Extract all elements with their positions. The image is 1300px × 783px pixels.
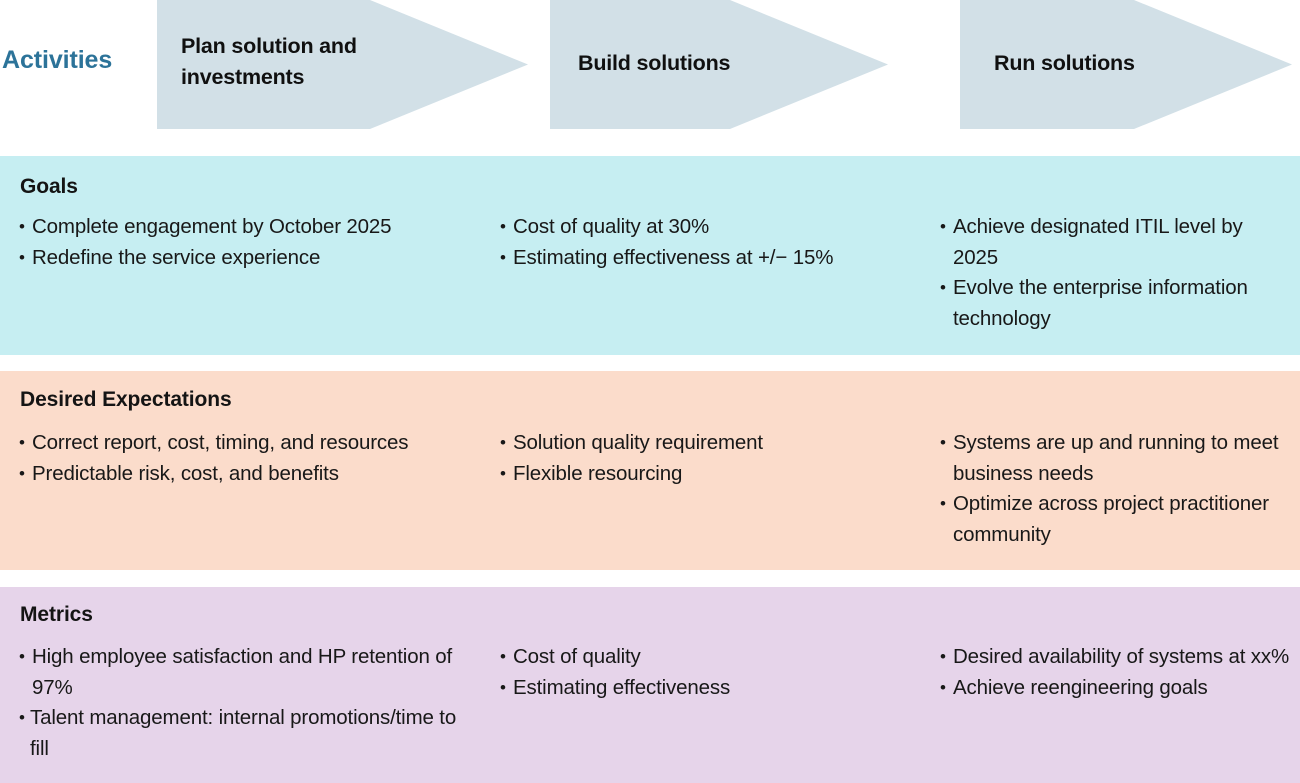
stage-arrow-plan[interactable]: Plan solution and investments: [157, 0, 528, 129]
bullet-list: Complete engagement by October 2025 Rede…: [19, 212, 479, 273]
list-item: Predictable risk, cost, and benefits: [19, 459, 479, 490]
list-item: Cost of quality at 30%: [500, 212, 920, 243]
stage-arrow-build[interactable]: Build solutions: [550, 0, 888, 129]
list-item: Talent management: internal promotions/t…: [19, 703, 479, 764]
bullet-list: High employee satisfaction and HP retent…: [19, 642, 479, 764]
list-item: Achieve reengineering goals: [940, 673, 1290, 704]
bullet-list: Achieve designated ITIL level by 2025 Ev…: [940, 212, 1290, 334]
bullet-list: Correct report, cost, timing, and resour…: [19, 428, 479, 489]
row-goals-column-build: Cost of quality at 30% Estimating effect…: [500, 212, 920, 273]
list-item: Evolve the enterprise information techno…: [940, 273, 1290, 334]
list-item: Correct report, cost, timing, and resour…: [19, 428, 479, 459]
chevron-arrow-icon: [550, 0, 888, 129]
list-item: Complete engagement by October 2025: [19, 212, 479, 243]
list-item: Redefine the service experience: [19, 243, 479, 274]
row-goals-column-run: Achieve designated ITIL level by 2025 Ev…: [940, 212, 1290, 334]
row-title: Metrics: [20, 603, 93, 626]
row-goals: Goals Complete engagement by October 202…: [0, 156, 1300, 355]
stage-arrow-run[interactable]: Run solutions: [960, 0, 1292, 129]
list-item: Systems are up and running to meet busin…: [940, 428, 1290, 489]
list-item: Estimating effectiveness at +/− 15%: [500, 243, 920, 274]
list-item: Flexible resourcing: [500, 459, 920, 490]
list-item: Solution quality requirement: [500, 428, 920, 459]
stage-arrow-label: Build solutions: [578, 51, 731, 75]
row-expectations-column-build: Solution quality requirement Flexible re…: [500, 428, 920, 489]
chevron-arrow-icon: [157, 0, 528, 129]
stage-arrow-label: Plan solution and investments: [181, 34, 357, 89]
bullet-list: Desired availability of systems at xx% A…: [940, 642, 1290, 703]
row-expectations-column-plan: Correct report, cost, timing, and resour…: [19, 428, 479, 489]
activities-row-label: Activities: [2, 46, 113, 74]
bullet-list: Systems are up and running to meet busin…: [940, 428, 1290, 550]
activities-header-band: Activities Plan solution and investments…: [0, 0, 1300, 150]
bullet-list: Solution quality requirement Flexible re…: [500, 428, 920, 489]
row-goals-column-plan: Complete engagement by October 2025 Rede…: [19, 212, 479, 273]
list-item: Achieve designated ITIL level by 2025: [940, 212, 1290, 273]
list-item: Estimating effectiveness: [500, 673, 920, 704]
bullet-list: Cost of quality Estimating effectiveness: [500, 642, 920, 703]
row-title: Desired Expectations: [20, 388, 232, 411]
row-metrics-column-run: Desired availability of systems at xx% A…: [940, 642, 1290, 703]
row-metrics-column-build: Cost of quality Estimating effectiveness: [500, 642, 920, 703]
row-metrics-column-plan: High employee satisfaction and HP retent…: [19, 642, 479, 764]
stage-arrow-label: Run solutions: [994, 51, 1135, 75]
list-item: High employee satisfaction and HP retent…: [19, 642, 479, 703]
list-item: Optimize across project practitioner com…: [940, 489, 1290, 550]
chevron-arrow-icon: [960, 0, 1292, 129]
row-desired-expectations: Desired Expectations Correct report, cos…: [0, 371, 1300, 570]
list-item: Cost of quality: [500, 642, 920, 673]
list-item: Desired availability of systems at xx%: [940, 642, 1290, 673]
row-title: Goals: [20, 175, 78, 198]
row-expectations-column-run: Systems are up and running to meet busin…: [940, 428, 1290, 550]
row-metrics: Metrics High employee satisfaction and H…: [0, 587, 1300, 783]
bullet-list: Cost of quality at 30% Estimating effect…: [500, 212, 920, 273]
